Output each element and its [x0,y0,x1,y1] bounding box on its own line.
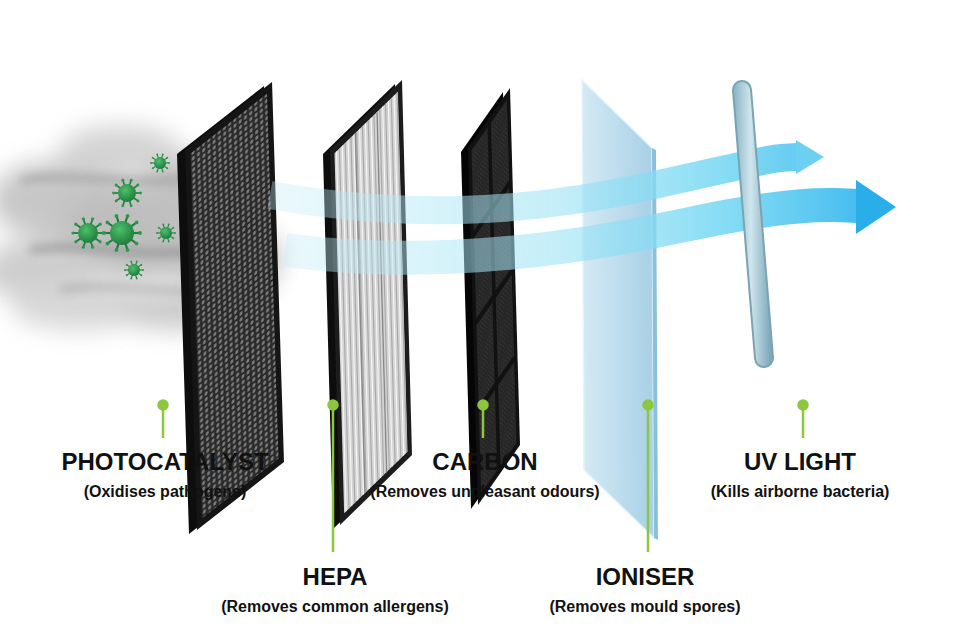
filter-description: (Oxidises pathogens) [84,482,247,501]
virus-spike-tip [136,199,139,202]
virus-spike-tip [115,184,118,187]
virus-body [160,227,172,239]
virus-spike-tip [140,264,142,266]
virus-spike-tip [156,153,158,155]
virus-spike-tip [126,248,130,252]
virus-spike-tip [82,246,85,249]
virus-spike-tip [138,231,142,235]
virus-spike-tip [152,167,154,169]
virus-spike-tip [130,278,132,280]
virus-spike-tip [168,162,170,164]
virus-spike-tip [166,167,168,169]
virus-spike-tip [71,231,74,234]
virus-spike-tip [135,220,139,224]
virus-spike-tip [162,171,164,173]
virus-body [154,157,166,169]
virus-spike-tip [99,223,102,226]
virus-spike-tip [74,223,77,226]
virus-spike-tip [121,204,124,207]
virus-spike-tip [82,217,85,220]
virus-spike-tip [99,240,102,243]
virus-spike-tip [130,179,133,182]
uv-light-tube [742,90,764,358]
filter-name: IONISER [596,563,695,592]
virus-spike-tip [162,223,164,225]
virus-spike-tip [126,214,130,218]
virus-spike-tip [174,232,176,234]
virus-spike-tip [112,192,115,195]
virus-spike-tip [136,184,139,187]
ioniser-panel [582,80,658,540]
virus-particle [102,214,142,252]
virus-spike-tip [166,157,168,159]
virus-spike-tip [140,274,142,276]
virus-spike-tip [168,223,170,225]
virus-spike-tip [136,278,138,280]
virus-spike-tip [158,237,160,239]
virus-spike-tip [130,260,132,262]
virus-spike-tip [156,171,158,173]
virus-particle [71,217,104,249]
virus-spike-tip [115,214,119,218]
virus-spike-tip [168,241,170,243]
filter-description: (Kills airborne bacteria) [711,482,890,501]
virus-body [78,223,98,243]
leader-lines [159,401,808,553]
virus-spike-tip [121,179,124,182]
virus-spike-tip [142,269,144,271]
virus-particle [150,153,170,172]
virus-spike-tip [115,199,118,202]
virus-particle [124,260,144,279]
virus-spike-tip [130,204,133,207]
virus-spike-tip [106,242,110,246]
virus-spike-tip [106,220,110,224]
virus-spike-tip [74,240,77,243]
filter-name: CARBON [432,448,537,477]
virus-particle [112,179,142,208]
hepa-panel [323,80,412,529]
virus-body [110,221,134,245]
virus-spike-tip [158,227,160,229]
virus-spike-tip [162,153,164,155]
virus-body [128,264,140,276]
carbon-panel [461,88,520,509]
virus-spike-tip [102,231,106,235]
virus-spike-tip [115,248,119,252]
virus-particle [156,223,176,242]
virus-spike-tip [124,269,126,271]
virus-spike-tip [156,232,158,234]
filter-description: (Removes mould spores) [549,597,740,616]
virus-spike-tip [172,227,174,229]
filter-description: (Removes common allergens) [221,597,449,616]
filter-name: HEPA [303,563,368,592]
virus-spike-tip [150,162,152,164]
virus-spike-tip [136,260,138,262]
virus-spike-tip [126,274,128,276]
virus-spike-tip [139,192,142,195]
virus-spike-tip [91,217,94,220]
virus-spike-tip [162,241,164,243]
airflow-arrows [270,140,896,258]
filter-description: (Removes unpleasant odours) [370,482,599,501]
virus-spike-tip [126,264,128,266]
filter-name: UV LIGHT [744,448,856,477]
virus-spike-tip [172,237,174,239]
virus-spike-tip [135,242,139,246]
virus-spike-tip [91,246,94,249]
filter-name: PHOTOCATALYST [61,448,268,477]
virus-spike-tip [152,157,154,159]
virus-body [118,184,136,202]
